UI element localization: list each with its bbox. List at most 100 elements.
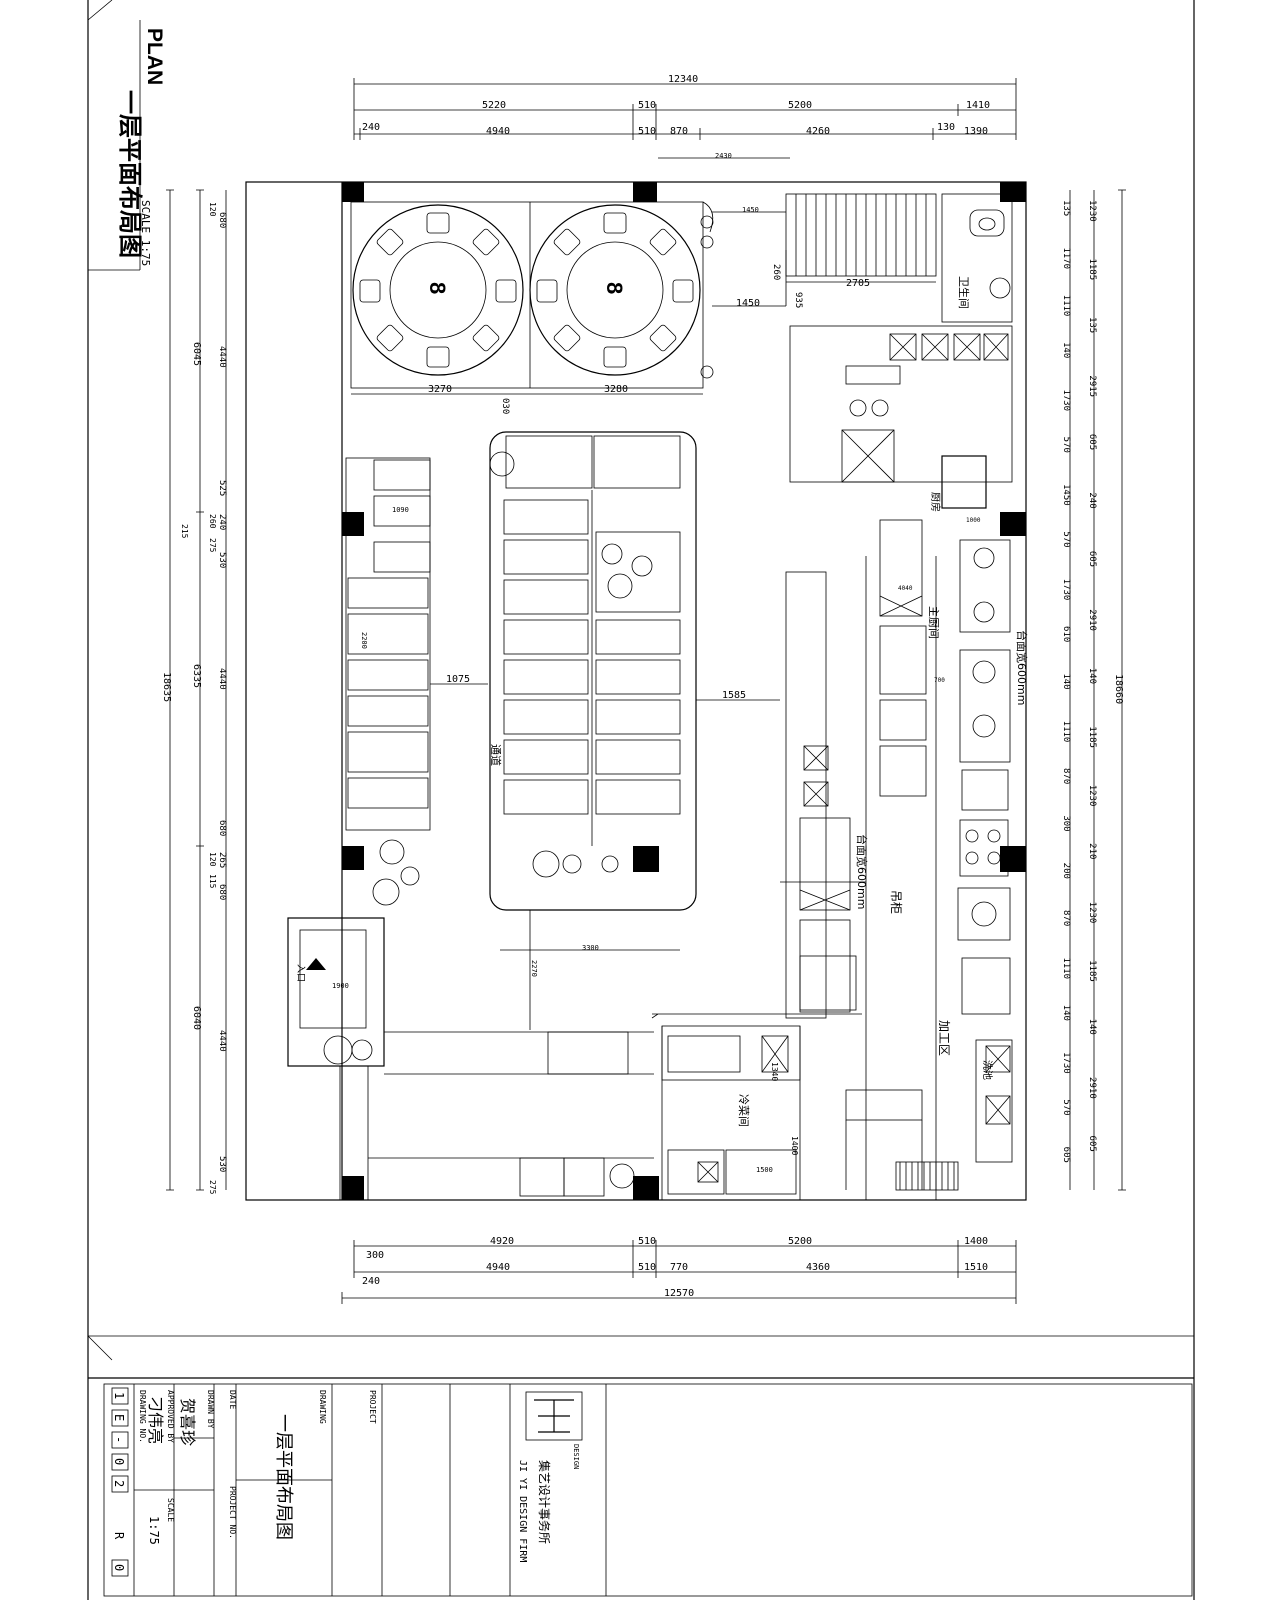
dim-left-s4: 525 (217, 480, 227, 496)
dim-vertical: 2270 (530, 960, 538, 977)
dim-aisle-2: 1585 (722, 690, 746, 701)
dim-left-s12: 265 (217, 852, 227, 868)
approved-label: APPROVED BY (166, 1390, 175, 1443)
toilet: 卫生间 (941, 193, 1013, 323)
dim-col-030: 030 (500, 398, 510, 414)
dim-right-c2-8: 2910 (1087, 609, 1097, 631)
dim-right-c2-6: 240 (1087, 492, 1097, 508)
dim-right-c2-4: 2915 (1087, 375, 1097, 397)
project-label: PROJECT (368, 1390, 377, 1424)
dim-top-r1-c: 5200 (788, 100, 812, 111)
dim-top-r1-d: 1410 (966, 100, 990, 111)
dim-top-r1-b: 510 (638, 100, 656, 111)
dim-bottom-r2-e: 4360 (806, 1262, 830, 1273)
dim-right-c1-6: 570 (1061, 437, 1071, 453)
dim-bottom-r2-d: 770 (670, 1262, 688, 1273)
scale-label: SCALE (166, 1498, 175, 1522)
dim-left-outer-3: 6040 (191, 1006, 202, 1030)
dim-aisle-1: 1075 (446, 674, 470, 685)
sink-units (841, 333, 1009, 483)
dim-right-c2-2: 1185 (1087, 258, 1097, 280)
right-dim-col2: 1230118513529156052406052910140118512302… (1087, 200, 1097, 1152)
dim-right-c1-10: 610 (1061, 626, 1071, 642)
dim-bottom-r2-b: 4940 (486, 1262, 510, 1273)
dim-stair-width: 2430 (715, 152, 732, 160)
dim-right-c1-8: 570 (1061, 531, 1071, 547)
logo-sub: DESIGN (572, 1444, 580, 1469)
counter-label-2: 台面宽600mm (855, 834, 869, 909)
dim-right-c2-10: 1185 (1087, 726, 1097, 748)
dim-right-c1-12: 1110 (1061, 721, 1071, 743)
dim-stair-mid: 1450 (736, 298, 760, 309)
drawing-no-2: E (112, 1414, 126, 1421)
dim-left-total: 18635 (161, 672, 172, 702)
column (342, 182, 364, 202)
dim-right-c1-4: 140 (1061, 342, 1071, 358)
dim-dining-right: 3280 (604, 384, 628, 395)
entrance: 1900 入口 (287, 917, 654, 1201)
stair: 1450 1450 260 2705 935 (712, 193, 937, 309)
dim-bottom-r1-a: 300 (366, 1250, 384, 1261)
drawn-name: 贺喜珍 (178, 1398, 197, 1446)
dim-bottom-r2-f: 1510 (964, 1262, 988, 1273)
dim-left-s2: 120 (208, 202, 217, 217)
dim-right-c2-15: 140 (1087, 1019, 1097, 1035)
counter-label-1: 台面宽600mm (1015, 630, 1029, 705)
dim-right-c1-11: 140 (1061, 673, 1071, 689)
drawing-no-3: - (112, 1436, 126, 1443)
dim-bottom-total: 12570 (664, 1288, 694, 1299)
main-kitchen-label: 主厨间 (927, 606, 940, 639)
dim-top-r2-d: 870 (670, 126, 688, 137)
drawing-name: 一层平面布局图 (273, 1414, 294, 1540)
plan-title-cn: 一层平面布局图 (116, 90, 144, 258)
column (633, 182, 657, 202)
dim-right-c1-13: 870 (1061, 768, 1071, 784)
drawing-no-7: 0 (112, 1564, 126, 1571)
drawing-no-label: DRAWING NO. (138, 1390, 147, 1443)
aisle-label: 通道 (489, 744, 503, 766)
kitchen-note: 厨房 (929, 492, 942, 512)
dim-bottom-r1-e: 1400 (964, 1236, 988, 1247)
dim-right-total: 18660 (1113, 674, 1124, 704)
drawing-number-cells (111, 1387, 129, 1577)
project-no-label: PROJECT NO. (228, 1486, 237, 1539)
dim-right-c1-9: 1730 (1061, 579, 1071, 601)
top-dimensions: 12340 5220 510 5200 1410 240 4940 510 87… (353, 74, 1017, 160)
right-dimensions: 18660 (1069, 189, 1126, 1191)
firm-name-cn: 集艺设计事务所 (537, 1460, 552, 1544)
dim-right-c1-20: 570 (1061, 1099, 1071, 1115)
plants (323, 451, 656, 1065)
scale-value: 1:75 (147, 1516, 161, 1545)
dim-right-c2-13: 1230 (1087, 902, 1097, 924)
dim-right-c1-3: 1110 (1061, 295, 1071, 317)
dim-left-s1: 680 (217, 212, 227, 228)
dim-left-s15: 680 (217, 884, 227, 900)
dim-top-r2-b: 4940 (486, 126, 510, 137)
right-dim-col1: 1351170111014017305701450570173061014011… (1061, 200, 1071, 1163)
drawing-no-6: R (112, 1532, 126, 1540)
dim-right-c1-15: 200 (1061, 863, 1071, 879)
dim-right-c2-17: 605 (1087, 1136, 1097, 1152)
dim-top-r2-g: 1390 (964, 126, 988, 137)
dim-left-s13: 120 (208, 852, 217, 867)
dim-top-r2-c: 510 (638, 126, 656, 137)
title-block: DRAWING NO. 1 E - 0 2 R 0 APPROVED BY 刁伟… (88, 1377, 1194, 1597)
dim-260: 260 (771, 264, 781, 280)
toilet-label: 卫生间 (957, 276, 971, 309)
column (1000, 512, 1026, 536)
plan-title-en: PLAN (143, 28, 166, 85)
column (1000, 846, 1026, 872)
dim-right-c2-3: 135 (1087, 317, 1097, 333)
sink-label: 洗池 (981, 1060, 994, 1080)
structural-columns (342, 182, 1026, 1200)
drawing-no-1: 1 (112, 1392, 126, 1399)
dim-right-c1-1: 135 (1061, 200, 1071, 216)
bottom-dimensions: 300 4920 510 5200 1400 240 4940 510 770 … (341, 1236, 1017, 1304)
stove-column (957, 539, 1011, 1015)
dim-top-r2-a: 240 (362, 122, 380, 133)
dim-left-s5: 240 (217, 514, 227, 530)
drawing-label: DRAWING (318, 1390, 327, 1424)
dim-top-r2-e: 4260 (806, 126, 830, 137)
dim-top-r2-f: 130 (937, 122, 955, 133)
dim-kitchen-drop: 935 (793, 292, 803, 308)
